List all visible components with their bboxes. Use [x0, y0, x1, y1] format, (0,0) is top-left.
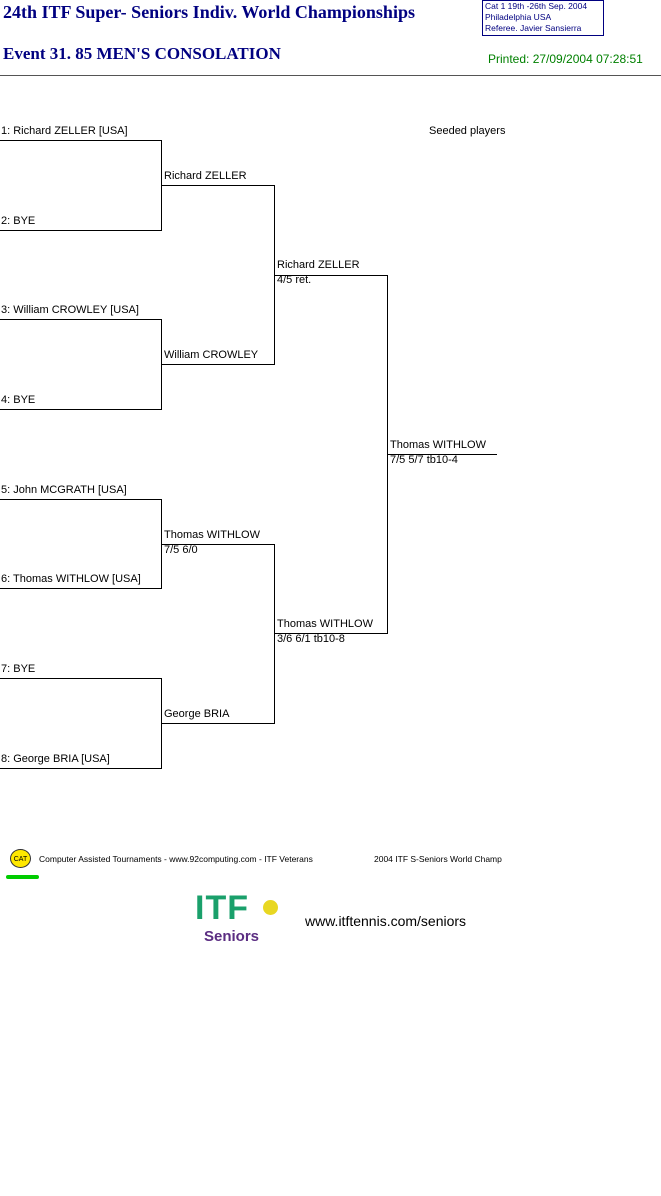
cat-logo-underline [6, 875, 39, 879]
bracket-line [0, 409, 161, 410]
round2-winner-1: Richard ZELLER [164, 170, 247, 182]
bracket-line [0, 499, 161, 500]
bracket-line [161, 544, 274, 545]
event-title: Event 31. 85 MEN'S CONSOLATION [3, 44, 281, 63]
semi-score-1: 4/5 ret. [277, 274, 312, 286]
round2-winner-3: Thomas WITHLOW [164, 529, 260, 541]
draw-entry-7: 7: BYE [1, 663, 36, 675]
bracket-line [0, 140, 161, 141]
draw-entry-1: 1: Richard ZELLER [USA] [1, 125, 128, 137]
info-box: Cat 1 19th -26th Sep. 2004 Philadelphia … [482, 0, 604, 36]
itf-logo-text: ITF [195, 889, 249, 927]
header-divider [0, 75, 661, 76]
round2-winner-2: William CROWLEY [164, 349, 259, 361]
tennis-ball-icon [263, 900, 278, 915]
seeded-players-legend: Seeded players [429, 125, 506, 137]
round2-score-3: 7/5 6/0 [164, 544, 198, 556]
draw-entry-3: 3: William CROWLEY [USA] [1, 304, 139, 316]
bracket-line [161, 185, 274, 186]
printed-timestamp: Printed: 27/09/2004 07:28:51 [488, 52, 643, 66]
bracket-line [0, 588, 161, 589]
semi-score-2: 3/6 6/1 tb10-8 [277, 633, 345, 645]
itf-logo-seniors: Seniors [204, 928, 260, 945]
bracket-line [274, 633, 387, 634]
bracket-line [161, 364, 274, 365]
bracket-line [274, 275, 387, 276]
itf-url: www.itftennis.com/seniors [305, 913, 467, 929]
final-score: 7/5 5/7 tb10-4 [390, 454, 458, 466]
info-line-location: Philadelphia USA [485, 12, 552, 22]
software-credit: Computer Assisted Tournaments - www.92co… [39, 854, 313, 864]
draw-entry-8: 8: George BRIA [USA] [1, 753, 110, 765]
info-line-referee: Referee. Javier Sansierra [485, 23, 582, 33]
bracket-line [0, 230, 161, 231]
bracket-line [0, 768, 161, 769]
tournament-footer: 2004 ITF S-Seniors World Champ [374, 854, 502, 864]
itf-seniors-logo: ITF Seniors [195, 890, 285, 948]
semi-winner-1: Richard ZELLER [277, 259, 360, 271]
draw-entry-2: 2: BYE [1, 215, 36, 227]
bracket-line [387, 454, 497, 455]
bracket-line [0, 678, 161, 679]
bracket-line [161, 723, 274, 724]
round2-winner-4: George BRIA [164, 708, 230, 720]
semi-winner-2: Thomas WITHLOW [277, 618, 373, 630]
draw-entry-4: 4: BYE [1, 394, 36, 406]
final-winner: Thomas WITHLOW [390, 439, 486, 451]
bracket-line [0, 319, 161, 320]
cat-logo-icon: CAT [10, 849, 31, 868]
draw-entry-6: 6: Thomas WITHLOW [USA] [1, 573, 141, 585]
info-line-category: Cat 1 19th -26th Sep. 2004 [485, 1, 588, 11]
bracket-line [274, 544, 275, 724]
draw-entry-5: 5: John MCGRATH [USA] [1, 484, 127, 496]
tournament-title: 24th ITF Super- Seniors Indiv. World Cha… [3, 2, 415, 22]
